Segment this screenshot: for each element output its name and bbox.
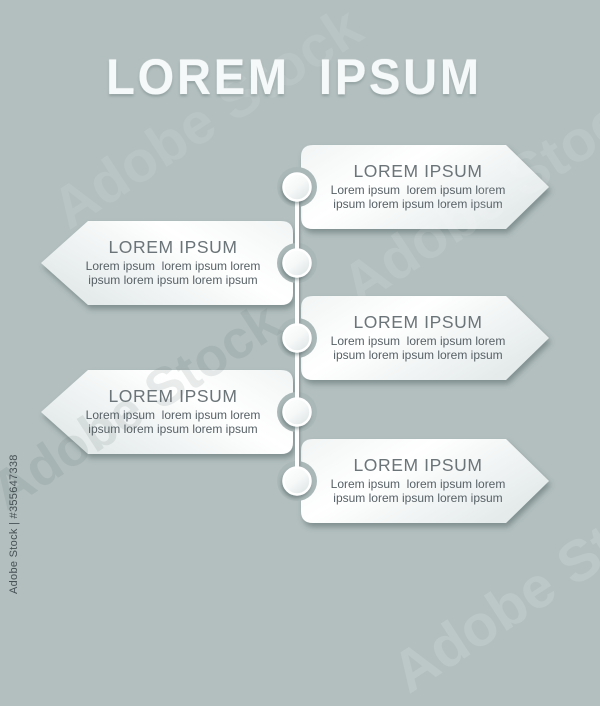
item-body-line: Lorem ipsum lorem ipsum lorem <box>85 408 261 423</box>
item-heading: LOREM IPSUM <box>353 161 483 182</box>
item-body-line: ipsum lorem ipsum lorem ipsum <box>333 491 503 505</box>
banner-shape-5 <box>301 439 549 523</box>
timeline-item-2: LOREM IPSUM Lorem ipsum lorem ipsum lore… <box>56 221 290 305</box>
item-heading: LOREM IPSUM <box>108 237 238 258</box>
item-body-line: Lorem ipsum lorem ipsum lorem <box>330 477 506 492</box>
item-body-line: ipsum lorem ipsum lorem ipsum <box>88 273 258 287</box>
item-body-line: ipsum lorem ipsum lorem ipsum <box>88 422 258 436</box>
timeline-item-1: LOREM IPSUM Lorem ipsum lorem ipsum lore… <box>306 145 530 229</box>
infographic-canvas <box>41 145 549 523</box>
page-title: LOREM IPSUM <box>106 49 482 105</box>
timeline-item-4: LOREM IPSUM Lorem ipsum lorem ipsum lore… <box>56 370 290 454</box>
banner-shape-2 <box>41 221 293 305</box>
banner-shape-3 <box>301 296 549 380</box>
item-body-line: ipsum lorem ipsum lorem ipsum <box>333 197 503 211</box>
timeline-item-3: LOREM IPSUM Lorem ipsum lorem ipsum lore… <box>306 296 530 380</box>
item-heading: LOREM IPSUM <box>108 386 238 407</box>
banner-shape-4 <box>41 370 293 454</box>
timeline-node-1 <box>282 172 312 202</box>
item-body-line: ipsum lorem ipsum lorem ipsum <box>333 348 503 362</box>
timeline-node-5 <box>282 466 312 496</box>
item-body-line: Lorem ipsum lorem ipsum lorem <box>330 334 506 349</box>
infographic-stage: LOREM IPSUM LOREM IPSUM Lorem ipsum lore… <box>0 49 549 594</box>
timeline-node-2 <box>282 248 312 278</box>
item-heading: LOREM IPSUM <box>353 312 483 333</box>
timeline-item-5: LOREM IPSUM Lorem ipsum lorem ipsum lore… <box>306 439 530 523</box>
timeline-node-3 <box>282 323 312 353</box>
timeline-node-4 <box>282 397 312 427</box>
item-body-line: Lorem ipsum lorem ipsum lorem <box>85 259 261 274</box>
watermark-stock-id: Adobe Stock | #355647338 <box>8 454 20 594</box>
item-body-line: Lorem ipsum lorem ipsum lorem <box>330 183 506 198</box>
banner-shape-1 <box>301 145 549 229</box>
item-heading: LOREM IPSUM <box>353 455 483 476</box>
